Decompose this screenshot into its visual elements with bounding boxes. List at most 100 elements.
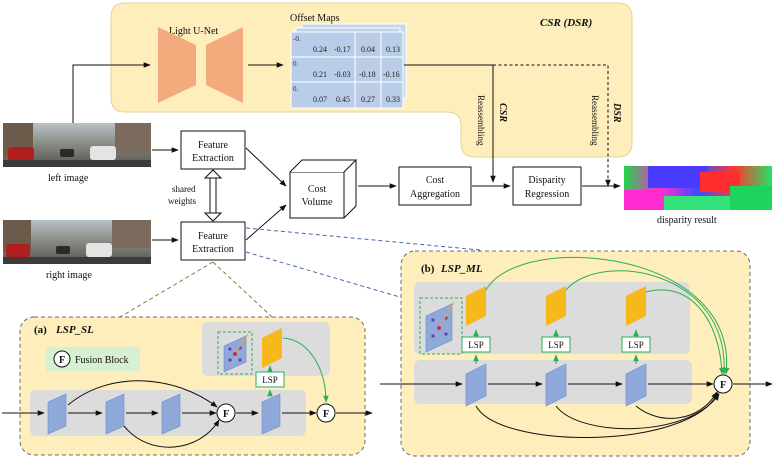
lsp-ml-lsp-label-3: LSP (628, 340, 644, 350)
lsp-ml-green-curve-1 (485, 257, 730, 375)
lsp-ml-title-prefix: (b) (421, 263, 435, 275)
lsp-ml-sampling-dashed-box (419, 297, 463, 355)
arrow-left-image-to-unet (72, 62, 151, 123)
offset-values: 0.24 -0.17 0.04 0.13 0.21 -0.03 -0.18 -0… (313, 45, 400, 104)
feature-extraction-top-line1: Feature (198, 140, 229, 151)
lsp-sl-lsp-label: LSP (262, 375, 278, 385)
disparity-regression-line2: Regression (525, 189, 569, 200)
cost-aggregation-line2: Aggregation (410, 189, 460, 200)
lsp-sl-sample-point (238, 358, 242, 362)
disparity-regression-line1: Disparity (528, 175, 565, 186)
offset-value: 0.13 (386, 45, 400, 54)
lsp-ml-skip-curve-3 (635, 391, 718, 419)
lsp-ml-green-curve-3 (645, 289, 725, 375)
lsp-ml-sample-point (431, 318, 435, 322)
offset-value: 0.27 (361, 95, 375, 104)
dashed-connector-to-lsp-ml (245, 227, 481, 251)
lsp-ml-sample-point (437, 326, 441, 330)
offset-back-label-2: 0. (293, 60, 299, 68)
lsp-ml-fusion-block (713, 374, 733, 394)
lsp-sl-sample-point (228, 347, 232, 351)
disparity-regression-box (512, 166, 582, 206)
lsp-sl-green-arrow-to-f2 (282, 337, 329, 403)
offset-value: 0.33 (386, 95, 400, 104)
lsp-sl-fusion-block-1 (216, 403, 236, 423)
lsp-sl-lsp-output-map (262, 328, 282, 368)
csr-label: CSR (497, 103, 508, 122)
cost-volume-line2: Volume (302, 197, 333, 208)
left-image-label: left image (48, 173, 89, 184)
right-image-label: right image (46, 270, 92, 281)
lsp-ml-lsp-output-map-1 (466, 286, 486, 326)
unet-label: Light U-Net (169, 26, 218, 37)
lsp-ml-fusion-symbol: F (720, 380, 726, 391)
lsp-sl-feature-map-3 (161, 393, 181, 435)
disparity-result-image (624, 166, 772, 210)
offset-back-label-1: -0. (293, 35, 301, 43)
unet-encoder-shape (158, 27, 196, 103)
lsp-sl-title: LSP_SL (55, 324, 94, 336)
lsp-ml-sample-point (444, 332, 448, 336)
lsp-sl-feature-map-4 (261, 393, 281, 435)
lsp-sl-sample-point (228, 358, 232, 362)
offset-value: -0.03 (334, 70, 351, 79)
shared-weights-arrow (203, 169, 223, 222)
offset-value: -0.17 (334, 45, 351, 54)
cost-volume-line1: Cost (308, 184, 327, 195)
lsp-ml-lsp-label-2: LSP (548, 340, 564, 350)
feature-extraction-box-bottom (180, 221, 246, 261)
lsp-ml-skip-curve-2 (555, 393, 720, 430)
offset-value: -0.16 (383, 70, 400, 79)
offset-value: 0.07 (313, 95, 327, 104)
lsp-sl-skip-arrow-bottom (123, 419, 220, 448)
lsp-ml-lsp-output-map-2 (546, 286, 566, 326)
dashed-connector-to-lsp-sl (119, 261, 214, 318)
dsr-label: DSR (611, 102, 622, 123)
fusion-legend-label: Fusion Block (75, 355, 129, 366)
feature-extraction-box-top (180, 130, 246, 170)
lsp-ml-offset-pointer (439, 301, 455, 327)
cost-aggregation-box (398, 166, 472, 206)
lsp-ml-feature-map-1 (465, 363, 487, 407)
lsp-ml-title: LSP_ML (440, 263, 483, 275)
lsp-sl-skip-arrow-top (67, 380, 218, 408)
dashed-connector-to-lsp-ml-lower (245, 251, 411, 301)
feature-extraction-top-line2: Extraction (192, 153, 234, 164)
disparity-result-label: disparity result (657, 215, 717, 226)
feature-extraction-bottom-line2: Extraction (192, 244, 234, 255)
offset-value: -0.18 (359, 70, 376, 79)
lsp-sl-sampling-dashed-box (217, 331, 253, 375)
lsp-ml-lsp-output-map-3 (626, 286, 646, 326)
offset-value: 0.45 (336, 95, 350, 104)
dashed-connector-to-lsp-sl-right (212, 261, 273, 318)
cost-volume-cube (289, 159, 358, 219)
offset-back-label-3: 0. (293, 85, 299, 93)
lsp-ml-feature-map-3 (625, 363, 647, 407)
shared-weights-line1: shared (172, 184, 196, 194)
lsp-ml-feature-map-2 (545, 363, 567, 407)
lsp-sl-title-prefix: (a) (34, 324, 47, 336)
csr-reassembling-label: Reassembling (476, 95, 486, 146)
lsp-ml-lsp-label-1: LSP (468, 340, 484, 350)
arrow-feature-top-to-cost-volume (245, 147, 287, 187)
csr-dsr-title: CSR (DSR) (540, 17, 592, 29)
cost-aggregation-line1: Cost (426, 175, 445, 186)
offset-value: 0.04 (361, 45, 375, 54)
lsp-sl-offset-pointer (235, 333, 249, 353)
lsp-sl-fusion-block-2 (316, 403, 336, 423)
offset-value: 0.24 (313, 45, 327, 54)
left-image (3, 123, 151, 167)
offset-map-front (290, 31, 404, 109)
dsr-reassembling-label: Reassembling (590, 95, 600, 146)
arrow-feature-bottom-to-cost-volume (245, 204, 287, 241)
fusion-legend-icon (53, 350, 71, 368)
lsp-sl-sample-point (233, 352, 237, 356)
shared-weights-line2: weights (168, 196, 196, 206)
fusion-legend-symbol: F (59, 355, 65, 366)
offset-maps-label: Offset Maps (290, 13, 340, 24)
lsp-sl-feature-map-1 (47, 393, 67, 435)
lsp-ml-sample-point (431, 334, 435, 338)
right-image (3, 220, 151, 264)
